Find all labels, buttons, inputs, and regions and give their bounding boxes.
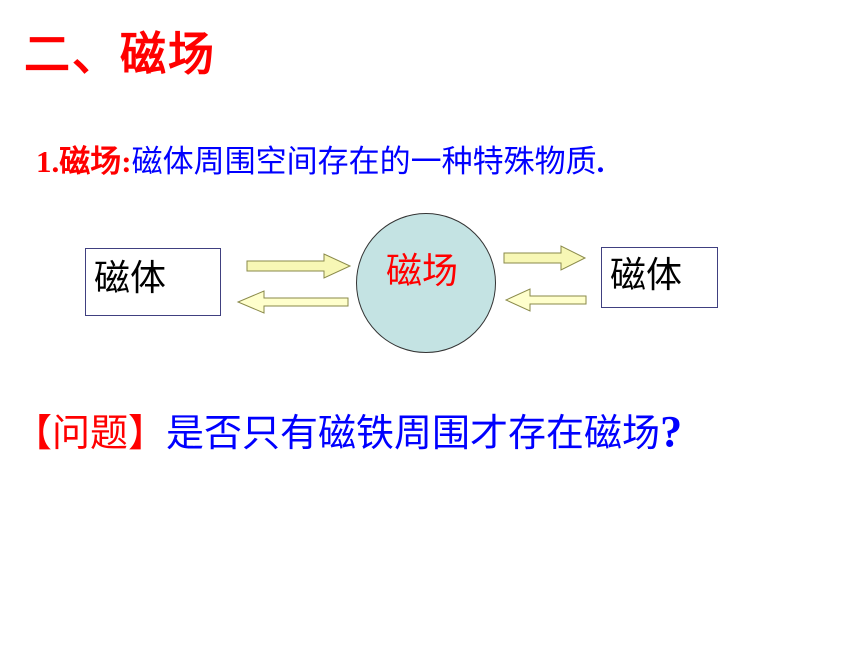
slide-title: 二、磁场: [24, 27, 216, 81]
arrow-right-icon: [503, 245, 587, 271]
question-label: 问题: [52, 411, 129, 455]
question-text: 是否只有磁铁周围才存在磁场: [166, 411, 661, 455]
question-line: 【问题】是否只有磁铁周围才存在磁场?: [14, 402, 682, 457]
definition-period: .: [596, 144, 605, 179]
definition-text: 磁体周围空间存在的一种特殊物质: [131, 144, 597, 180]
definition-term: 磁场: [59, 144, 122, 180]
question-mark: ?: [660, 407, 683, 456]
arrow-right-icon: [246, 253, 352, 279]
magnetic-field-circle: [356, 213, 496, 353]
magnet-box-left: 磁体: [85, 248, 221, 316]
question-bracket-close: 】: [128, 411, 167, 455]
magnetic-field-label: 磁场: [386, 251, 459, 292]
definition-colon: :: [121, 144, 132, 179]
arrow-left-icon: [504, 288, 587, 312]
definition-line: 1.磁场:磁体周围空间存在的一种特殊物质.: [36, 136, 604, 181]
definition-number: 1.: [36, 144, 60, 179]
magnet-box-right: 磁体: [601, 247, 718, 308]
question-bracket-open: 【: [14, 411, 53, 455]
arrow-left-icon: [236, 290, 349, 314]
